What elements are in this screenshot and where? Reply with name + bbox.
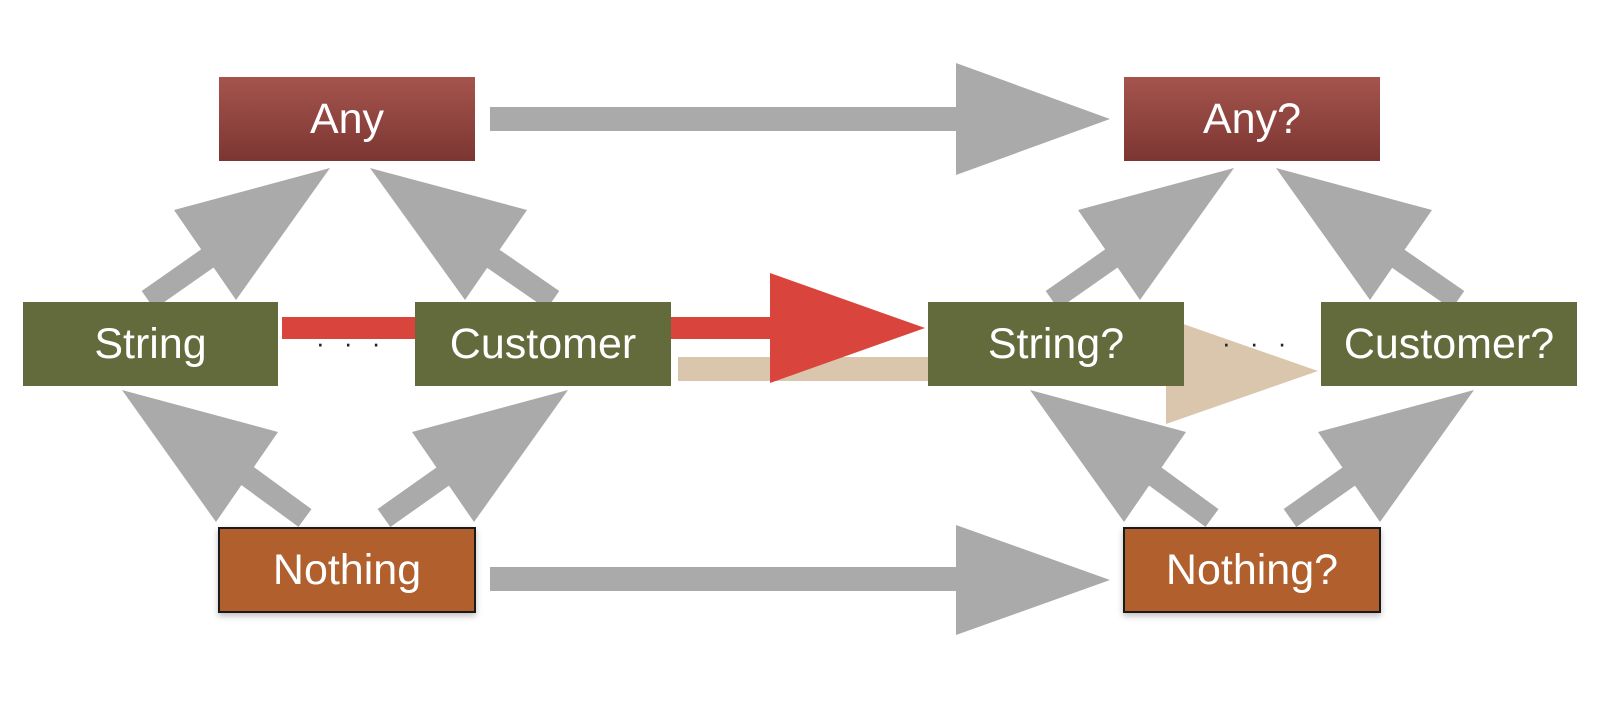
arrow-any-to-any-nullable — [490, 63, 1110, 175]
arrow-customer-to-any — [370, 168, 560, 310]
node-string-label: String — [94, 319, 207, 368]
node-any: Any — [219, 77, 475, 161]
arrow-nothing-to-string — [122, 390, 312, 527]
node-nothing: Nothing — [218, 527, 476, 613]
node-string-nullable: String? — [928, 302, 1184, 386]
left-ellipsis: · · · — [316, 328, 387, 358]
arrow-nothing-to-customer — [377, 390, 568, 527]
arrow-nothing-to-nothing-nullable — [490, 525, 1110, 635]
arrow-string-to-string-nullable-red — [282, 273, 925, 383]
node-string-nullable-label: String? — [987, 319, 1125, 368]
node-nothing-label: Nothing — [272, 545, 422, 594]
arrow-string-nullable-to-customer-nullable — [1166, 318, 1318, 424]
node-nothing-nullable-label: Nothing? — [1165, 545, 1339, 594]
node-customer: Customer — [415, 302, 671, 386]
right-ellipsis: · · · — [1222, 328, 1293, 358]
node-string: String — [23, 302, 278, 386]
arrow-string-nullable-to-any-nullable — [1045, 168, 1234, 310]
node-any-nullable-label: Any? — [1202, 94, 1301, 143]
node-any-label: Any — [309, 94, 385, 143]
arrow-nothing-nullable-to-string-nullable — [1030, 390, 1219, 527]
arrow-customer-nullable-to-any-nullable — [1276, 168, 1465, 310]
node-customer-nullable-label: Customer? — [1343, 319, 1555, 368]
node-customer-label: Customer — [449, 319, 637, 368]
arrow-nothing-nullable-to-customer-nullable — [1283, 390, 1474, 527]
node-nothing-nullable: Nothing? — [1123, 527, 1381, 613]
node-customer-nullable: Customer? — [1321, 302, 1577, 386]
node-any-nullable: Any? — [1124, 77, 1380, 161]
arrow-string-to-any — [141, 168, 330, 310]
